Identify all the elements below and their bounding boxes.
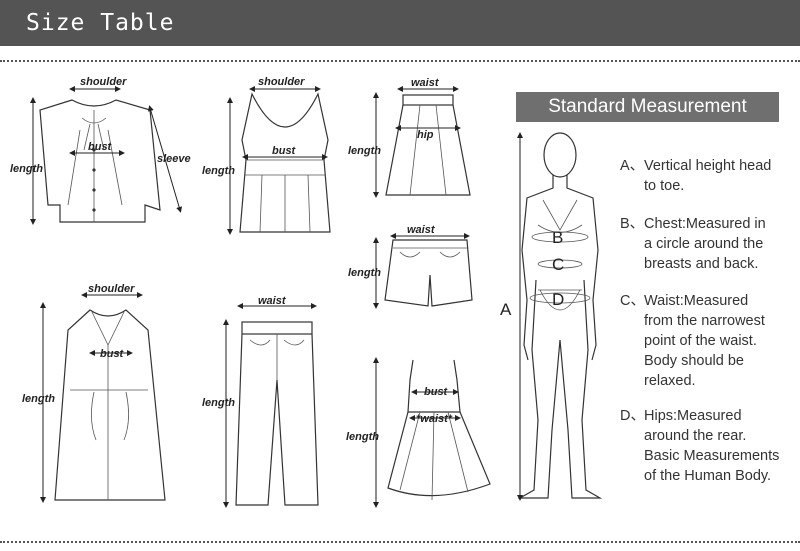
human-body-illustration: B C D A	[500, 132, 603, 501]
measurement-d-letter: D、	[620, 408, 645, 424]
shorts-waist-label: waist	[407, 224, 436, 236]
tank-shoulder-label: shoulder	[258, 76, 305, 88]
shirt-illustration: shoulder bust length sleeve	[10, 76, 191, 225]
coat-illustration: shoulder bust length	[22, 283, 166, 503]
header-bar: Size Table	[0, 0, 800, 46]
measurement-a-letter: A、	[620, 158, 645, 174]
measurement-b: B、Chest:Measured in a circle around the …	[620, 214, 766, 274]
measurement-d-line-4: of the Human Body.	[644, 468, 772, 484]
measurement-d-line-2: around the rear.	[644, 428, 747, 444]
body-letter-a: A	[500, 300, 512, 319]
dress-length-label: length	[346, 431, 379, 443]
shirt-shoulder-label: shoulder	[80, 76, 127, 88]
skirt-illustration: waist hip length	[348, 77, 471, 198]
measurement-b-line-3: breasts and back.	[644, 256, 759, 272]
page-title: Size Table	[26, 10, 175, 36]
bottom-divider	[0, 541, 800, 543]
shirt-length-label: length	[10, 163, 43, 175]
measurement-b-line-1: Chest:Measured in	[644, 216, 766, 232]
measurement-c: C、Waist:Measured from the narrowest poin…	[620, 291, 765, 391]
measurement-c-line-3: point of the waist.	[644, 333, 757, 349]
skirt-length-label: length	[348, 145, 381, 157]
jeans-illustration: waist length	[202, 295, 319, 508]
shorts-illustration: waist length	[348, 224, 473, 309]
dress-bust-label: bust	[424, 386, 449, 398]
coat-length-label: length	[22, 393, 55, 405]
measurement-c-line-2: from the narrowest	[644, 313, 765, 329]
jeans-waist-label: waist	[258, 295, 287, 307]
body-letter-c: C	[552, 255, 564, 274]
shirt-sleeve-label: sleeve	[157, 153, 191, 165]
coat-bust-label: bust	[100, 348, 125, 360]
tank-length-label: length	[202, 165, 235, 177]
body-letter-b: B	[552, 228, 563, 247]
measurement-c-line-1: Waist:Measured	[644, 293, 749, 309]
measurement-b-line-2: a circle around the	[644, 236, 764, 252]
measurement-b-letter: B、	[620, 216, 645, 232]
measurement-d: D、Hips:Measured around the rear. Basic M…	[620, 406, 779, 486]
skirt-waist-label: waist	[411, 77, 440, 89]
top-divider	[0, 60, 800, 62]
measurement-c-letter: C、	[620, 293, 645, 309]
measurement-d-line-1: Hips:Measured	[644, 408, 742, 424]
body-letter-d: D	[552, 290, 564, 309]
jeans-length-label: length	[202, 397, 235, 409]
measurement-c-line-4: Body should be	[644, 353, 744, 369]
dress-waist-label: *waist*	[416, 413, 453, 425]
shorts-length-label: length	[348, 267, 381, 279]
measurement-a-line-2: to toe.	[644, 178, 685, 194]
measurement-c-line-5: relaxed.	[644, 373, 696, 389]
standard-measurement-title: Standard Measurement	[516, 92, 779, 122]
tank-top-illustration: shoulder bust length	[202, 76, 331, 235]
measurement-d-line-3: Basic Measurements	[644, 448, 780, 464]
measurement-a-line-1: Vertical height head	[644, 158, 772, 174]
coat-shoulder-label: shoulder	[88, 283, 135, 295]
skirt-hip-label: hip	[417, 129, 434, 141]
measurement-a: A、Vertical height head to toe.	[620, 156, 771, 196]
tank-bust-label: bust	[272, 145, 297, 157]
dress-illustration: bust *waist* length	[346, 357, 491, 508]
shirt-bust-label: bust	[88, 141, 113, 153]
